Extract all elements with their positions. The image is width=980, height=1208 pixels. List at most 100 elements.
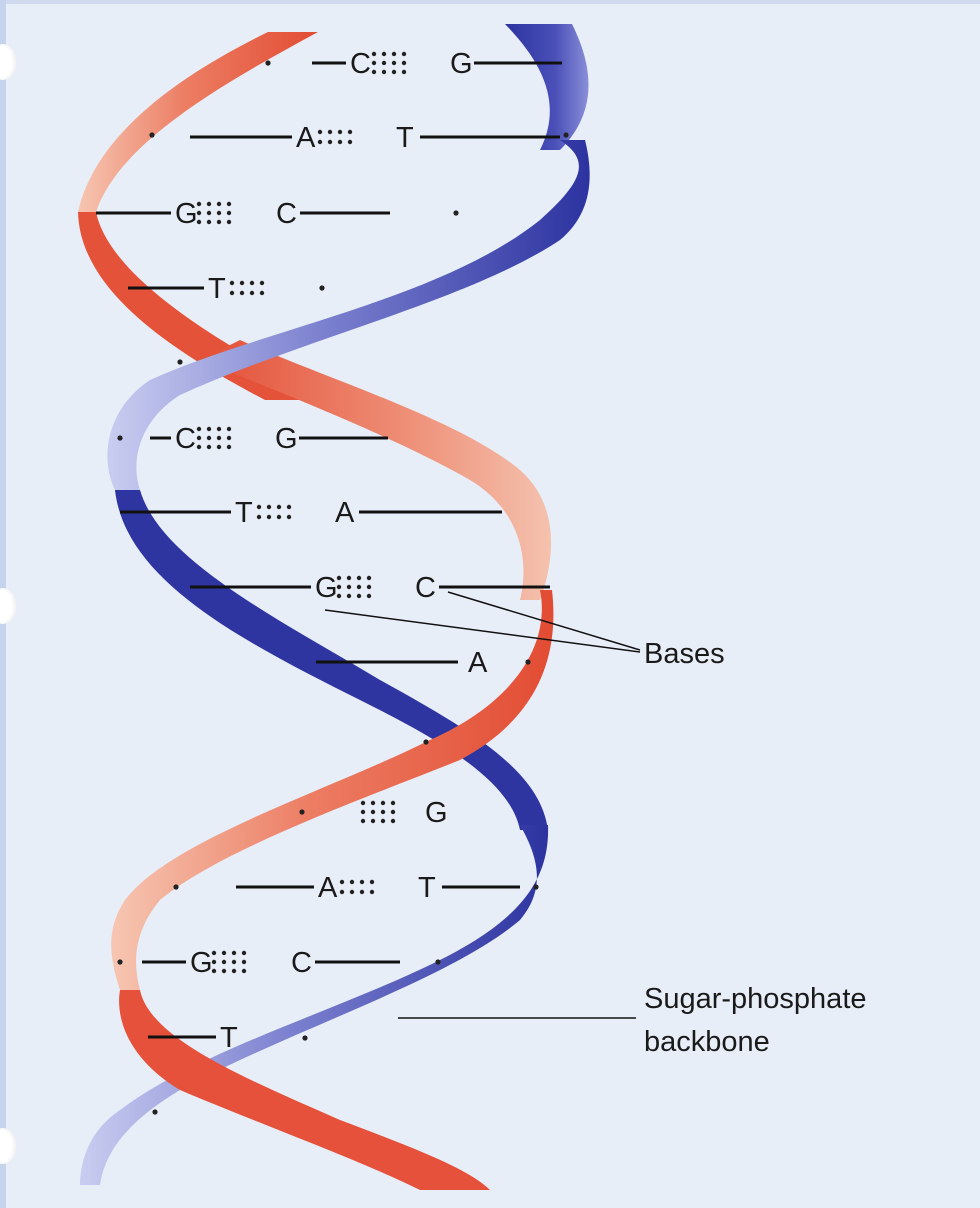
base-letter-left: T	[208, 273, 226, 305]
phosphate-dot	[173, 884, 178, 889]
hydrogen-bond-dot	[227, 220, 231, 224]
hydrogen-bond-dot	[391, 810, 395, 814]
hydrogen-bond-dot	[340, 890, 344, 894]
hydrogen-bond-dot	[402, 70, 406, 74]
phosphate-dot	[117, 435, 122, 440]
hydrogen-bond-dot	[240, 281, 244, 285]
hydrogen-bond-dot	[361, 819, 365, 823]
phosphate-dot	[319, 285, 324, 290]
phosphate-dot	[299, 809, 304, 814]
base-letter-left: G	[175, 198, 198, 230]
base-letter-right: A	[468, 647, 488, 679]
hydrogen-bond-dot	[227, 436, 231, 440]
hydrogen-bond-dot	[212, 960, 216, 964]
hydrogen-bond-dot	[381, 801, 385, 805]
phosphate-dot	[149, 132, 154, 137]
phosphate-dot	[533, 884, 538, 889]
base-letter-right: A	[335, 497, 355, 529]
base-letter-left: G	[190, 947, 213, 979]
hydrogen-bond-dot	[392, 52, 396, 56]
hydrogen-bond-dot	[337, 576, 341, 580]
hydrogen-bond-dot	[391, 819, 395, 823]
base-letter-right: C	[415, 572, 436, 604]
base-pair: AT	[190, 122, 560, 154]
hydrogen-bond-dot	[338, 130, 342, 134]
phosphate-dot	[563, 132, 568, 137]
hydrogen-bond-dot	[381, 810, 385, 814]
hydrogen-bond-dot	[207, 211, 211, 215]
red-strand-middle	[200, 340, 551, 600]
hydrogen-bond-dot	[250, 291, 254, 295]
hydrogen-bond-dot	[361, 810, 365, 814]
hydrogen-bond-dot	[372, 61, 376, 65]
hydrogen-bond-dot	[232, 960, 236, 964]
hydrogen-bond-dot	[318, 140, 322, 144]
hydrogen-bond-dot	[217, 436, 221, 440]
blue-strand-top	[505, 24, 589, 150]
red-strand-top	[78, 32, 318, 212]
hydrogen-bond-dot	[357, 585, 361, 589]
hydrogen-bond-dot	[207, 202, 211, 206]
hydrogen-bond-dot	[217, 427, 221, 431]
base-letter-right: C	[291, 947, 312, 979]
hydrogen-bond-dot	[371, 819, 375, 823]
base-letter-right: G	[425, 797, 448, 829]
hydrogen-bond-dot	[350, 890, 354, 894]
hydrogen-bond-dot	[371, 810, 375, 814]
base-pair: AT	[236, 872, 520, 904]
hydrogen-bond-dot	[391, 801, 395, 805]
hydrogen-bond-dot	[347, 594, 351, 598]
hydrogen-bond-dot	[230, 291, 234, 295]
hydrogen-bond-dot	[367, 576, 371, 580]
base-letter-left: C	[175, 423, 196, 455]
hydrogen-bond-dot	[340, 880, 344, 884]
hydrogen-bond-dot	[337, 585, 341, 589]
hydrogen-bond-dot	[370, 890, 374, 894]
base-pair: G	[361, 797, 448, 829]
hydrogen-bond-dot	[207, 445, 211, 449]
base-letter-right: C	[276, 198, 297, 230]
hydrogen-bond-dot	[242, 951, 246, 955]
base-letter-left: T	[220, 1022, 238, 1054]
hydrogen-bond-dot	[227, 211, 231, 215]
hydrogen-bond-dot	[240, 291, 244, 295]
hydrogen-bond-dot	[260, 281, 264, 285]
base-pair: CG	[312, 48, 562, 80]
hydrogen-bond-dot	[287, 505, 291, 509]
base-letter-right: G	[450, 48, 473, 80]
hydrogen-bond-dot	[222, 951, 226, 955]
hydrogen-bond-dot	[217, 445, 221, 449]
base-pair: GC	[96, 198, 390, 230]
phosphate-dot	[265, 60, 270, 65]
bases-label: Bases	[644, 638, 725, 670]
hydrogen-bond-dot	[222, 969, 226, 973]
hydrogen-bond-dot	[381, 819, 385, 823]
hydrogen-bond-dot	[217, 220, 221, 224]
hydrogen-bond-dot	[287, 515, 291, 519]
hydrogen-bond-dot	[372, 52, 376, 56]
hydrogen-bond-dot	[350, 880, 354, 884]
hydrogen-bond-dot	[367, 585, 371, 589]
hydrogen-bond-dot	[257, 515, 261, 519]
hydrogen-bond-dot	[402, 61, 406, 65]
base-letter-left: A	[318, 872, 338, 904]
hydrogen-bond-dot	[212, 969, 216, 973]
hydrogen-bond-dot	[197, 445, 201, 449]
hydrogen-bond-dot	[277, 515, 281, 519]
hydrogen-bond-dot	[197, 211, 201, 215]
hydrogen-bond-dot	[250, 281, 254, 285]
hydrogen-bond-dot	[392, 70, 396, 74]
phosphate-dot	[435, 959, 440, 964]
hydrogen-bond-dot	[267, 505, 271, 509]
base-pair: GC	[142, 947, 400, 979]
hydrogen-bond-dot	[197, 427, 201, 431]
hydrogen-bond-dot	[217, 202, 221, 206]
phosphate-dot	[302, 1035, 307, 1040]
base-letter-right: G	[275, 423, 298, 455]
hydrogen-bond-dot	[277, 505, 281, 509]
hydrogen-bond-dot	[227, 202, 231, 206]
hydrogen-bond-dot	[382, 70, 386, 74]
hydrogen-bond-dot	[347, 576, 351, 580]
